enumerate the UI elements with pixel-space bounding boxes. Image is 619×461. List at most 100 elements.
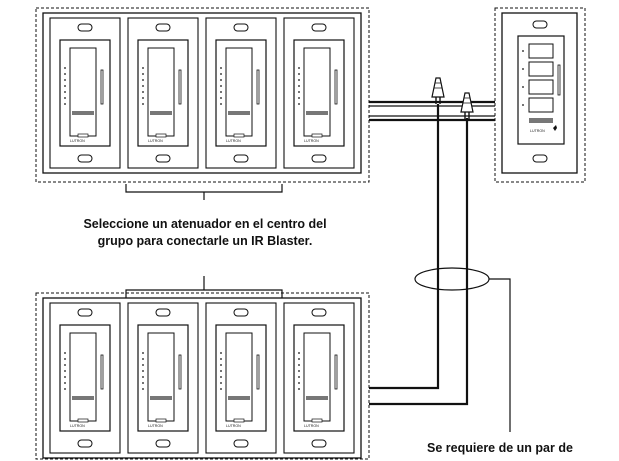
top-screw-slot [77,23,93,32]
keypad-led [522,68,524,70]
dimmer-brand-label: LUTRON [226,424,241,428]
keypad-top-screw-slot [532,20,548,29]
bottom-screw-slot [233,439,249,448]
top-dimmer-gang: LUTRON LUTRON LUTRON LUTRON [35,7,370,183]
dimmer-led [298,364,300,366]
dimmer-led [142,103,144,105]
top-screw-slot [233,23,249,32]
dimmer-led [142,370,144,372]
dimmer-slider-bar [72,396,94,400]
top-screw-slot [311,23,327,32]
top-screw-slot [155,308,171,317]
dimmer-led [298,85,300,87]
dimmer-slider-bar [306,111,328,115]
dimmer-led [64,85,66,87]
dimmer-level-strip [100,354,104,390]
dimmer-led [142,67,144,69]
dimmer-led [298,73,300,75]
dimmer-tab [311,133,323,138]
keypad-logo-icon [553,125,557,131]
dimmer-brand-label: LUTRON [70,139,85,143]
dimmer-level-strip [100,69,104,105]
dimmer-brand-label: LUTRON [148,424,163,428]
dimmer-led [64,67,66,69]
splice-drop-left [369,104,440,390]
dimmer-paddle [303,332,331,422]
keypad-unit: LUTRON [494,7,586,183]
dimmer-led [220,352,222,354]
bottom-screw-slot [311,154,327,163]
dimmer-paddle [69,332,97,422]
wiring [369,100,495,406]
bottom-gang-dimmer-2: LUTRON [127,302,199,454]
dimmer-led [64,91,66,93]
dimmer-brand-label: LUTRON [304,424,319,428]
dimmer-led [220,97,222,99]
dimmer-led [298,388,300,390]
wire-pair-leader-line [489,278,511,432]
dimmer-tab [77,133,89,138]
bottom-screw-slot [233,154,249,163]
center-dimmer-note: Seleccione un atenuador en el centro del… [20,216,390,250]
bottom-gang-dimmer-3: LUTRON [205,302,277,454]
dimmer-slider-bar [228,396,250,400]
dimmer-led [220,358,222,360]
dimmer-led [64,358,66,360]
bottom-gang-wallbox-outline [35,292,370,460]
keypad-led [522,104,524,106]
dimmer-led [220,382,222,384]
dimmer-led [64,370,66,372]
dimmer-paddle [147,47,175,137]
dimmer-paddle [147,332,175,422]
wire-pair-note: Se requiere de un par de [380,440,619,461]
dimmer-level-strip [178,69,182,105]
dimmer-level-strip [334,69,338,105]
keypad-led-strip [557,64,561,96]
dimmer-led [64,388,66,390]
dimmer-paddle [225,47,253,137]
bottom-dimmer-gang: LUTRON LUTRON LUTRON LUTRON [35,292,370,460]
dimmer-led [220,103,222,105]
center-dimmer-note-line2: grupo para conectarle un IR Blaster. [97,234,313,248]
dimmer-led [298,370,300,372]
dimmer-led [220,73,222,75]
wire-pair-callout-ellipse [414,267,490,291]
dimmer-paddle [225,332,253,422]
dimmer-level-strip [334,354,338,390]
dimmer-led [298,91,300,93]
dimmer-led [142,388,144,390]
dimmer-tab [77,418,89,423]
bottom-screw-slot [155,439,171,448]
dimmer-led [142,79,144,81]
dimmer-tab [311,418,323,423]
dimmer-led [142,376,144,378]
keypad-button-2 [528,61,554,77]
top-gang-dimmer-1: LUTRON [49,17,121,169]
top-screw-slot [311,308,327,317]
top-screw-slot [233,308,249,317]
dimmer-led [220,388,222,390]
dimmer-brand-label: LUTRON [226,139,241,143]
keypad-button-3 [528,79,554,95]
dimmer-led [142,73,144,75]
dimmer-led [142,358,144,360]
dimmer-led [298,382,300,384]
top-screw-slot [155,23,171,32]
dimmer-led [298,352,300,354]
dimmer-brand-label: LUTRON [304,139,319,143]
dimmer-tab [155,133,167,138]
keypad-button-4 [528,97,554,113]
bottom-screw-slot [77,154,93,163]
dimmer-led [298,67,300,69]
top-screw-slot [77,308,93,317]
dimmer-led [64,79,66,81]
bottom-gang-dimmer-1: LUTRON [49,302,121,454]
wire-nut-icon [460,92,474,113]
dimmer-slider-bar [150,396,172,400]
dimmer-brand-label: LUTRON [148,139,163,143]
dimmer-led [64,103,66,105]
dimmer-level-strip [178,354,182,390]
top-group-bracket [125,184,283,200]
dimmer-led [142,97,144,99]
